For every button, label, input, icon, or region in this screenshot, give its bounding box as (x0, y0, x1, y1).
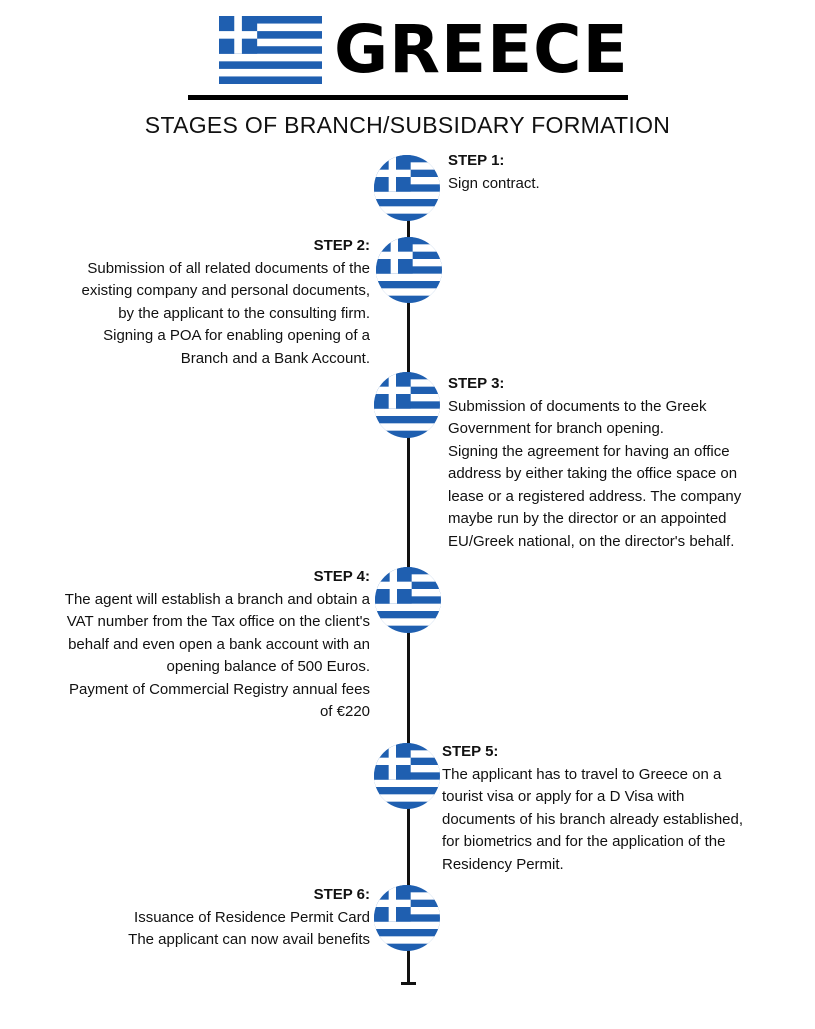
step-1-marker-icon (374, 155, 440, 221)
timeline-end-cap (401, 982, 416, 985)
page-subtitle: STAGES OF BRANCH/SUBSIDARY FORMATION (144, 112, 671, 138)
step-text: Sign contract. (448, 174, 540, 192)
step-text: opening balance of 500 Euros. (166, 658, 371, 675)
step-label: STEP 2: (313, 237, 370, 254)
step-label: STEP 5: (442, 743, 499, 760)
step-text: behalf and even open a bank account with… (68, 635, 370, 653)
step-text: documents of his branch already establis… (442, 810, 744, 828)
step-text: of €220 (319, 703, 370, 720)
step-2-marker-icon (376, 237, 442, 303)
step-5-marker-icon (374, 743, 440, 809)
page-title: GREECE (334, 11, 629, 88)
step-text: by the applicant to the consulting firm. (118, 304, 370, 322)
step-text: Branch and a Bank Account. (180, 349, 370, 367)
step-label: STEP 1: (448, 152, 505, 169)
step-text: tourist visa or apply for a D Visa with (442, 788, 685, 805)
step-6-marker-icon (374, 885, 440, 951)
step-text: lease or a registered address. The compa… (448, 487, 742, 505)
step-text: Payment of Commercial Registry annual fe… (69, 680, 370, 698)
step-text: maybe run by the director or an appointe… (448, 510, 727, 527)
step-1: STEP 1: Sign contract. (448, 150, 788, 195)
step-text: Signing the agreement for having an offi… (448, 442, 730, 460)
step-3-marker-icon (374, 372, 440, 438)
step-label: STEP 6: (313, 886, 370, 903)
title-divider (188, 95, 628, 100)
step-5: STEP 5: The applicant has to travel to G… (442, 741, 802, 876)
step-text: for biometrics and for the application o… (442, 833, 726, 850)
step-text: Issuance of Residence Permit Card (134, 908, 370, 926)
step-text: EU/Greek national, on the director's beh… (448, 532, 735, 550)
step-text: The applicant can now avail benefits (128, 931, 370, 948)
step-text: Signing a POA for enabling opening of a (103, 327, 370, 344)
step-text: Government for branch opening. (448, 420, 664, 437)
step-3: STEP 3: Submission of documents to the G… (448, 373, 803, 553)
step-text: address by either taking the office spac… (448, 465, 738, 482)
step-4: STEP 4: The agent will establish a branc… (8, 566, 370, 724)
step-text: The applicant has to travel to Greece on… (442, 765, 722, 783)
step-text: VAT number from the Tax office on the cl… (66, 613, 370, 630)
step-text: Submission of all related documents of t… (87, 259, 370, 277)
step-text: The agent will establish a branch and ob… (64, 590, 370, 608)
step-label: STEP 4: (313, 568, 370, 585)
step-label: STEP 3: (448, 375, 505, 392)
step-4-marker-icon (375, 567, 441, 633)
step-text: Residency Permit. (442, 855, 564, 873)
step-text: Submission of documents to the Greek (448, 397, 707, 415)
step-text: existing company and personal documents, (81, 282, 370, 299)
step-2: STEP 2: Submission of all related docume… (20, 235, 370, 370)
greece-flag-icon (219, 16, 322, 84)
step-6: STEP 6: Issuance of Residence Permit Car… (20, 884, 370, 952)
